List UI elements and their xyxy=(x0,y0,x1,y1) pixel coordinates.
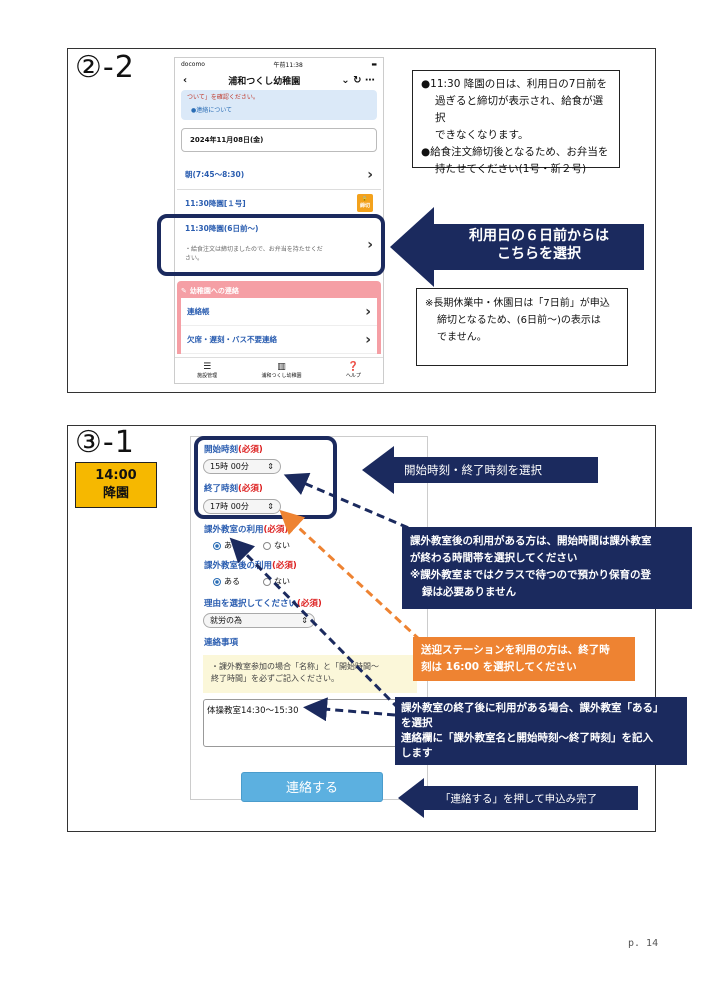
highlight-box xyxy=(157,214,385,276)
tab-kindergarten[interactable]: ▥浦和つくし幼稚園 xyxy=(261,362,302,379)
select-arrow-icon: ⇕ xyxy=(267,502,274,511)
date-field: 2024年11月08日(金) xyxy=(181,128,377,152)
menu-icon: ☰ xyxy=(203,362,212,372)
help-icon: ❓ xyxy=(347,362,359,372)
app-title: 浦和つくし幼稚園 xyxy=(228,76,301,87)
callout-after-class-note: 課外教室の終了後に利用がある場合、課外教室「ある」 を選択 連絡欄に「課外教室名… xyxy=(395,697,687,765)
banner-link[interactable]: ●連絡について xyxy=(191,107,233,114)
step-label-2-2: ②-2 xyxy=(75,50,135,85)
arrow-select-6days xyxy=(390,207,644,287)
arrow-time-text: 開始時刻・終了時刻を選択 xyxy=(404,463,542,477)
note-lunch-deadline: ●11:30 降園の日は、利用日の7日前を 過ぎると締切が表示され、給食が選択 … xyxy=(412,70,620,175)
hint-box: ・課外教室参加の場合「名称」と「開始時間〜 終了時間」を必ずご記入ください。 xyxy=(203,655,417,693)
end-time-select[interactable]: 17時 00分⇕ xyxy=(203,499,281,514)
after-class-use-label: 課外教室の利用(必須) xyxy=(204,525,289,535)
building-icon: ▥ xyxy=(277,362,286,372)
tab-help[interactable]: ❓ヘルプ xyxy=(345,362,361,379)
header-icons[interactable]: ⌄ ↻ ⋯ xyxy=(341,74,375,86)
chevron-right-icon: › xyxy=(365,331,371,348)
note-long-holiday: ※長期休業中・休園日は「7日前」が申込 締切となるため、(6日前〜)の表示は で… xyxy=(416,288,628,366)
highlight-time-box xyxy=(194,436,337,519)
clock: 午前11:38 xyxy=(273,61,303,69)
chevron-right-icon: › xyxy=(367,237,373,253)
tab-facility[interactable]: ☰施設管理 xyxy=(197,362,218,379)
radio-after-use-no[interactable]: ない xyxy=(263,540,290,551)
select-arrow-icon: ⇕ xyxy=(267,462,274,471)
contact-notes-label: 連絡事項 xyxy=(204,638,239,648)
arrow-submit-text: 「連絡する」を押して申込み完了 xyxy=(440,793,598,805)
chevron-right-icon: › xyxy=(367,166,373,183)
back-icon[interactable]: ‹ xyxy=(183,74,188,86)
select-arrow-icon: ⇕ xyxy=(301,616,308,625)
radio-after-use-yes[interactable]: ある xyxy=(213,540,240,551)
banner-text: ついて」を確認ください。 xyxy=(187,94,259,101)
step-label-3-1: ③-1 xyxy=(75,425,135,460)
contact-item-absence[interactable]: 欠席・遅刻・バス不要連絡› xyxy=(181,326,377,354)
option-label: 朝(7:45〜8:30) xyxy=(185,170,245,179)
radio-after-use2-no[interactable]: ない xyxy=(263,576,290,587)
reason-label: 理由を選択してください(必須) xyxy=(204,599,322,609)
arrow-submit xyxy=(398,778,638,818)
option-label: 11:30降園[１号] xyxy=(185,198,246,208)
option-note: ・給食注文は締切ましたので、お弁当を持たせくだ さい。 xyxy=(185,246,323,262)
after-class-use2-label: 課外教室後の利用(必須) xyxy=(204,561,297,571)
tab-bar: ☰施設管理 ▥浦和つくし幼稚園 ❓ヘルプ xyxy=(175,357,383,383)
submit-button[interactable]: 連絡する xyxy=(241,772,383,802)
chevron-right-icon: › xyxy=(365,303,371,320)
contact-item-notebook[interactable]: 連絡帳› xyxy=(181,298,377,326)
start-time-select[interactable]: 15時 00分⇕ xyxy=(203,459,281,474)
battery-icon: ▬ xyxy=(371,60,377,68)
start-time-label: 開始時刻(必須) xyxy=(204,445,263,455)
end-time-label: 終了時刻(必須) xyxy=(204,484,263,494)
option-morning[interactable]: 朝(7:45〜8:30) › xyxy=(177,160,381,190)
closed-badge: 🔒締切 xyxy=(356,194,373,212)
info-banner: ついて」を確認ください。 ●連絡について xyxy=(181,90,377,120)
contact-header: 幼稚園への連絡 xyxy=(189,287,239,295)
option-label: 11:30降園(6日前〜) xyxy=(185,224,259,233)
callout-shuttle: 送迎ステーションを利用の方は、終了時 刻は 16:00 を選択してください xyxy=(413,637,635,681)
callout-after-class: 課外教室後の利用がある方は、開始時間は課外教室 が終わる時間帯を選択してください… xyxy=(402,527,692,609)
carrier: docomo xyxy=(181,60,205,68)
contact-textarea[interactable]: 体操教室14:30〜15:30 xyxy=(203,699,417,747)
status-bar: docomo 午前11:38 ▬ xyxy=(175,58,383,70)
page-number: p. 14 xyxy=(628,938,659,949)
arrow-text: 利用日の６日前からは こちらを選択 xyxy=(469,228,609,262)
radio-after-use2-yes[interactable]: ある xyxy=(213,576,240,587)
reason-select[interactable]: 就労の為⇕ xyxy=(203,613,315,628)
app-header: ‹ 浦和つくし幼稚園 ⌄ ↻ ⋯ xyxy=(175,70,383,90)
edit-icon: ✎ xyxy=(181,287,187,295)
option-1130-type1[interactable]: 11:30降園[１号] 🔒締切 xyxy=(177,190,381,217)
pickup-time-badge: 14:00 降園 xyxy=(75,462,157,508)
phone-screenshot: docomo 午前11:38 ▬ ‹ 浦和つくし幼稚園 ⌄ ↻ ⋯ ついて」を確… xyxy=(174,57,384,384)
contact-section: ✎幼稚園への連絡 連絡帳› 欠席・遅刻・バス不要連絡› xyxy=(177,281,381,354)
